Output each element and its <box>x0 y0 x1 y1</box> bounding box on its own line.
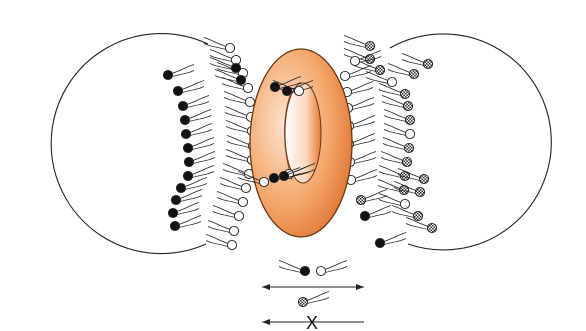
left-outer-lipid <box>168 203 199 218</box>
right-outer-lipid <box>388 64 419 79</box>
right-outer-lipid <box>378 180 409 195</box>
left-inner-lipid <box>213 206 244 221</box>
legend-row-blocked: X <box>262 292 364 331</box>
right-inner-lipid <box>356 190 387 205</box>
left-outer-lipid <box>170 216 201 231</box>
right-outer-lipid <box>381 152 412 167</box>
right-outer-lipid <box>344 36 375 51</box>
left-outer-lipid <box>173 81 204 96</box>
right-outer-lipid <box>398 169 429 184</box>
legend: X <box>262 261 364 331</box>
right-inner-lipid <box>375 233 406 248</box>
legend-lipid-hatched <box>298 292 329 307</box>
right-inner-lipid <box>342 82 373 97</box>
left-inner-lipid <box>206 235 237 250</box>
left-outer-lipid <box>183 138 214 153</box>
left-outer-lipid <box>184 152 215 167</box>
left-inner-lipid <box>210 50 241 65</box>
right-inner-lipid <box>360 206 391 221</box>
right-outer-lipid <box>384 110 415 125</box>
legend-lipid-light <box>316 261 347 276</box>
right-vesicle-lipid-layer <box>340 36 436 248</box>
right-outer-lipid <box>379 166 410 181</box>
right-outer-lipid <box>402 54 433 69</box>
left-vesicle <box>51 34 208 254</box>
blocked-x-mark: X <box>306 313 318 331</box>
left-inner-lipid <box>208 221 239 236</box>
left-outer-lipid <box>171 190 202 205</box>
left-outer-lipid <box>178 96 209 111</box>
ring-protein <box>250 49 352 237</box>
right-inner-lipid <box>346 170 377 185</box>
right-outer-lipid <box>394 182 425 197</box>
legend-row-exchangeable <box>262 261 364 291</box>
legend-lipid-dark <box>279 261 310 276</box>
bidirectional-arrow <box>262 284 364 290</box>
left-inner-lipid <box>217 192 248 207</box>
left-outer-lipid <box>183 166 214 181</box>
left-inner-lipid <box>224 92 255 107</box>
left-outer-lipid <box>180 110 211 125</box>
left-inner-lipid <box>220 178 251 193</box>
right-outer-lipid <box>383 138 414 153</box>
right-outer-lipid <box>384 124 415 139</box>
left-outer-lipid <box>181 124 212 139</box>
left-inner-lipid <box>204 38 235 53</box>
right-inner-lipid <box>340 66 371 81</box>
left-outer-lipid <box>176 178 207 193</box>
left-vesicle-lipid-layer <box>163 38 257 250</box>
left-outer-lipid <box>163 65 194 80</box>
